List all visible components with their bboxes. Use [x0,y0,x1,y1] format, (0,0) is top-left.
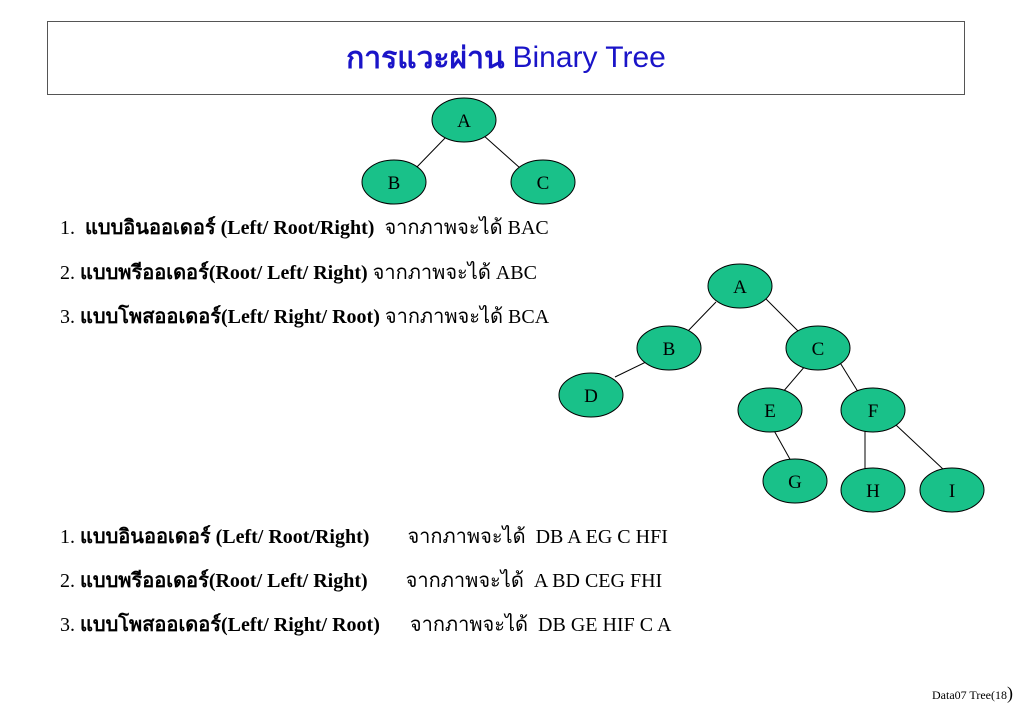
edge-a-b [413,134,449,171]
tree2-node-g: G [762,458,828,504]
traversal-name: แบบพรีออเดอร์ [80,262,209,284]
tree2-node-a: A [707,263,773,309]
edge-c-e [781,364,807,394]
edge-b-d [614,360,649,378]
traversal-order: (Root/ Left/ Right) [208,262,368,284]
result-label: จากภาพจะได้ [407,526,526,548]
footer-text: Data07 Tree(18 [932,688,1007,702]
traversal-line-inorder-1: 1. แบบอินออเดอร์ (Left/ Root/Right) จากภ… [60,211,549,243]
traversal-line-postorder-2: 3. แบบโพสออเดอร์(Left/ Right/ Root) จากภ… [60,608,671,640]
result-value: BCA [508,306,550,328]
tree1-node-b-label: B [388,173,401,194]
slide-title: การแวะผ่าน Binary Tree [47,21,965,95]
item-number: 3. [60,306,75,328]
result-value: A BD CEG FHI [533,570,663,592]
tree2-node-g-label: G [788,472,802,493]
tree1-node-c-label: C [537,173,550,194]
tree2-node-h-label: H [866,481,880,502]
edge-e-g [771,426,792,462]
traversal-line-preorder-2: 2. แบบพรีออเดอร์(Root/ Left/ Right) จากภ… [60,564,662,596]
title-thai: การแวะผ่าน [346,41,505,75]
slide-footer: Data07 Tree(18) [932,683,1013,704]
traversal-line-postorder-1: 3. แบบโพสออเดอร์(Left/ Right/ Root) จากภ… [60,300,549,332]
tree2-node-b: B [636,325,702,371]
traversal-order: (Left/ Root/Right) [220,217,375,239]
tree2-node-a-label: A [733,277,747,298]
result-value: BAC [507,217,549,239]
traversal-order: (Left/ Right/ Root) [221,614,380,636]
tree2-node-d: D [558,372,624,418]
edge-a-c-2 [765,298,800,333]
result-label: จากภาพจะได้ [384,306,504,328]
tree-2: A B C D E F G H [558,263,985,513]
tree1-node-b: B [361,159,427,205]
footer-paren: ) [1007,683,1013,703]
traversal-order: (Root/ Left/ Right) [208,570,368,592]
result-value: DB A EG C HFI [535,526,668,548]
traversal-name: แบบอินออเดอร์ [80,526,211,548]
tree2-node-c: C [785,325,851,371]
tree2-node-e: E [737,387,803,433]
result-label: จากภาพจะได้ [384,217,503,239]
traversal-name: แบบโพสออเดอร์ [80,614,222,636]
item-number: 2. [60,570,75,592]
traversal-line-inorder-2: 1. แบบอินออเดอร์ (Left/ Root/Right) จากภ… [60,520,668,552]
title-english: Binary Tree [512,41,666,74]
traversal-order: (Left/ Root/Right) [215,526,370,548]
traversal-name: แบบพรีออเดอร์ [80,570,209,592]
edge-a-b-2 [686,301,717,333]
edge-a-c [482,134,521,169]
result-value: DB GE HIF C A [538,614,672,636]
item-number: 2. [60,262,75,284]
result-label: จากภาพจะได้ [405,570,524,592]
edge-f-i [895,424,945,471]
tree2-node-e-label: E [764,401,776,422]
edge-c-f [838,360,861,396]
traversal-name: แบบโพสออเดอร์ [80,306,222,328]
tree1-node-c: C [510,159,576,205]
tree2-node-d-label: D [584,386,598,407]
traversal-order: (Left/ Right/ Root) [221,306,380,328]
tree2-node-i: I [919,467,985,513]
traversal-line-preorder-1: 2. แบบพรีออเดอร์(Root/ Left/ Right) จากภ… [60,256,537,288]
traversal-name: แบบอินออเดอร์ [85,217,216,239]
tree2-node-f: F [840,387,906,433]
tree2-node-b-label: B [663,339,676,360]
item-number: 3. [60,614,75,636]
result-label: จากภาพจะได้ [372,262,491,284]
tree2-node-i-label: I [949,481,955,502]
result-value: ABC [495,262,537,284]
tree2-node-f-label: F [868,401,879,422]
tree-1: A B C [361,97,576,205]
tree2-node-c-label: C [812,339,825,360]
item-number: 1. [60,526,75,548]
tree2-node-h: H [840,467,906,513]
tree1-node-a-label: A [457,111,471,132]
result-label: จากภาพจะได้ [409,614,529,636]
item-number: 1. [60,217,75,239]
tree1-node-a: A [431,97,497,143]
